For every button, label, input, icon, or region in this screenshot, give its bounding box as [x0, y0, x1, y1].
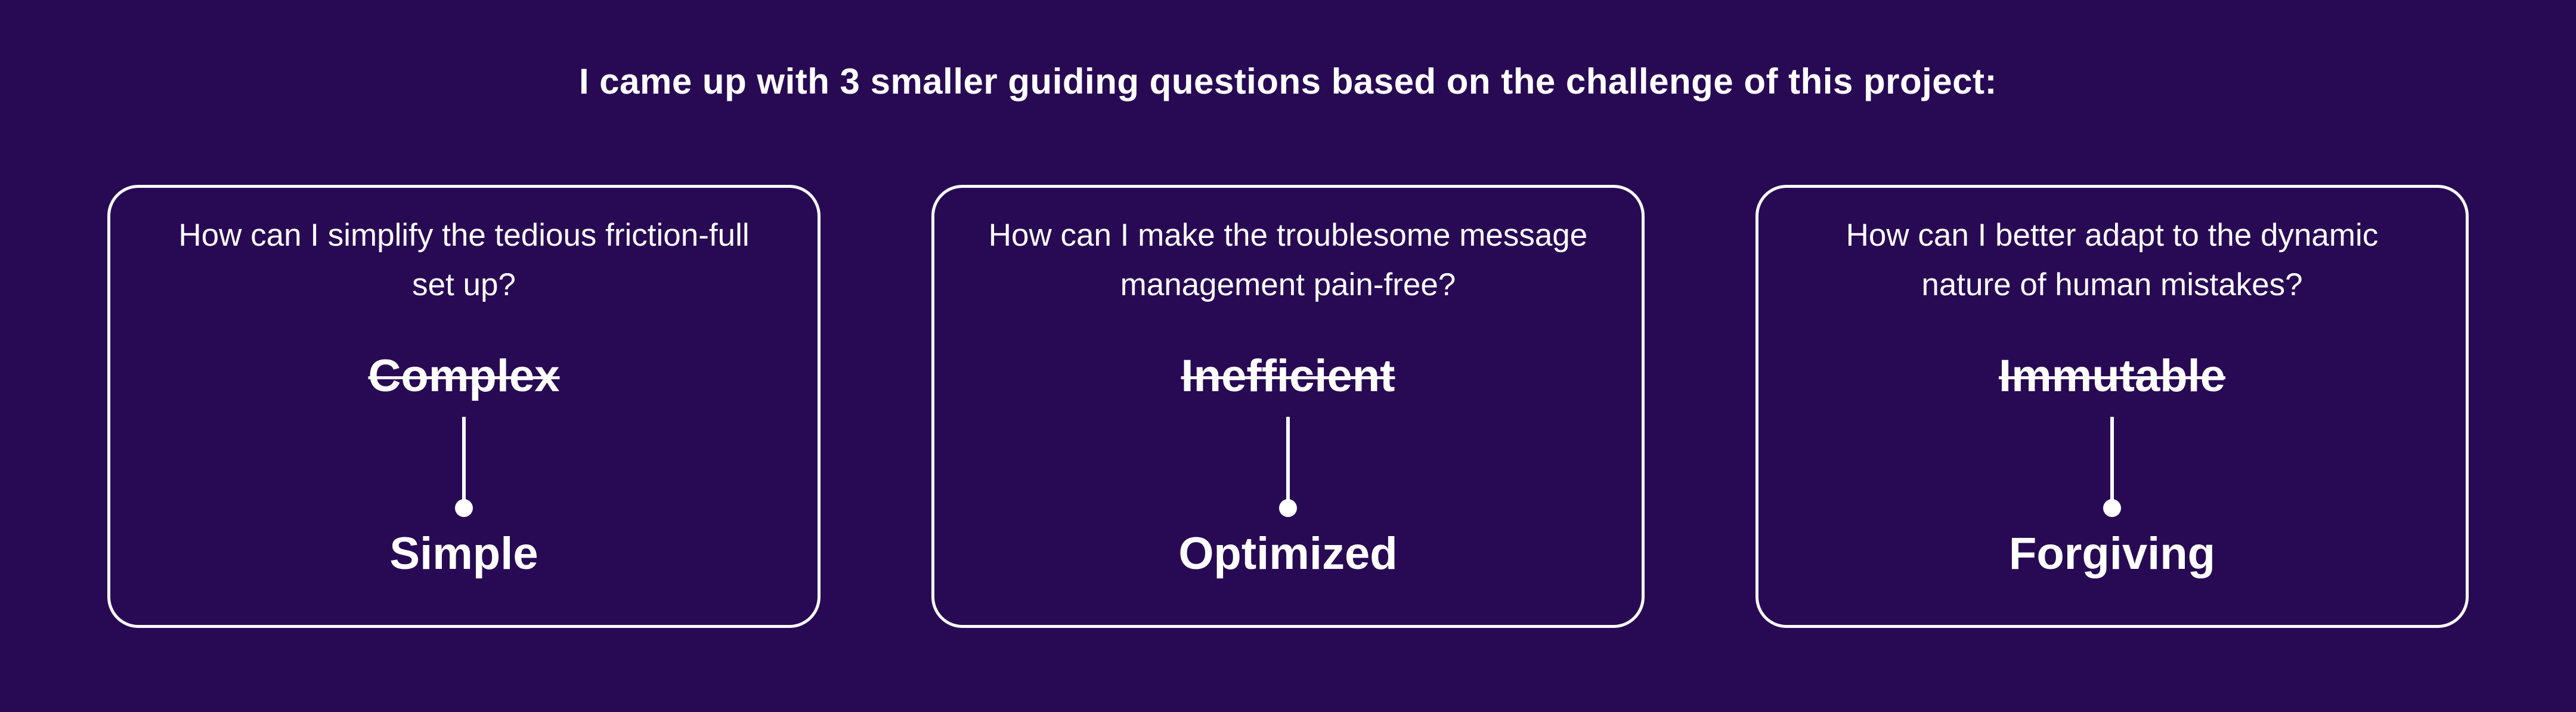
card-question: How can I better adapt to the dynamic na… [1846, 210, 2379, 309]
old-term-strikethrough: Inefficient [1181, 351, 1395, 401]
connector [455, 417, 473, 517]
question-card-messages: How can I make the troublesome message m… [931, 185, 1645, 628]
question-line-2: set up? [412, 267, 516, 302]
question-card-setup: How can I simplify the tedious friction-… [107, 185, 821, 628]
new-term: Forgiving [2008, 528, 2216, 579]
question-card-mistakes: How can I better adapt to the dynamic na… [1755, 185, 2469, 628]
connector-line [1286, 417, 1290, 500]
connector-dot [2103, 499, 2121, 517]
connector-line [462, 417, 466, 500]
question-line-2: management pain-free? [1120, 267, 1456, 302]
connector-dot [455, 499, 473, 517]
new-term: Optimized [1178, 528, 1398, 579]
card-question: How can I simplify the tedious friction-… [178, 210, 749, 309]
old-term-strikethrough: Immutable [1998, 351, 2226, 401]
old-term-strikethrough: Complex [368, 351, 560, 401]
new-term: Simple [389, 528, 538, 579]
page-title: I came up with 3 smaller guiding questio… [578, 61, 1998, 101]
connector-line [2110, 417, 2114, 500]
question-line-1: How can I better adapt to the dynamic [1846, 218, 2379, 253]
cards-row: How can I simplify the tedious friction-… [0, 185, 2576, 628]
connector [1279, 417, 1297, 517]
connector-dot [1279, 499, 1297, 517]
question-line-2: nature of human mistakes? [1921, 267, 2303, 302]
connector [2103, 417, 2121, 517]
question-line-1: How can I simplify the tedious friction-… [178, 218, 750, 253]
question-line-1: How can I make the troublesome message [988, 218, 1588, 253]
card-question: How can I make the troublesome message m… [989, 210, 1588, 309]
